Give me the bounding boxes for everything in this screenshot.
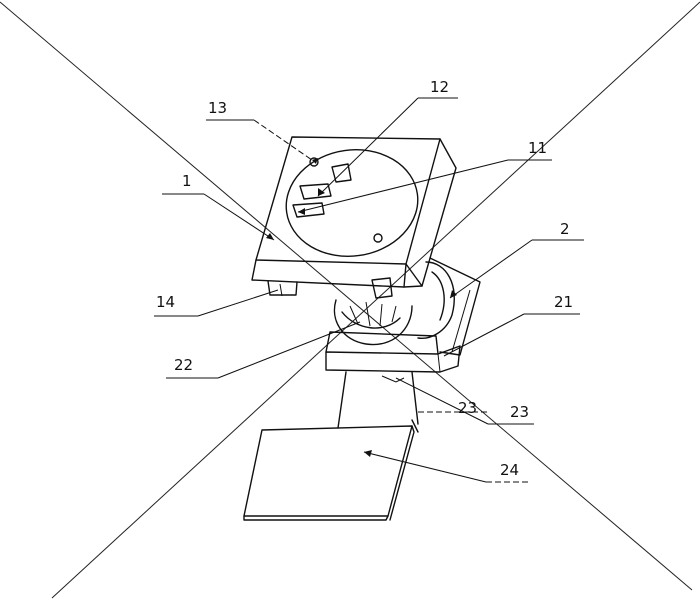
flex-cable-right [411,371,419,425]
label-11: 11 [528,139,547,157]
holder-front-face [251,259,407,288]
label-13: 13 [208,99,227,117]
arrow-12 [318,188,325,196]
thread-slot-top [331,163,352,183]
coil-outer [417,261,455,339]
holder-top-face [255,136,441,265]
base-plate-corner [437,353,441,373]
flex-connector [381,375,405,383]
lens-opening [285,149,419,257]
screw-hole-right [373,233,383,243]
arrow-24 [364,450,372,457]
label-14: 14 [156,293,175,311]
arrow-13 [312,158,318,164]
holder-foot-left [267,280,298,296]
reference-numerals: 13 12 11 1 14 2 21 22 23 23 24 [156,78,573,479]
rotor-block [371,277,393,299]
coil-inner [431,271,445,321]
arrow-heads [266,158,457,457]
board-side-edge [389,425,415,521]
screw-hole-13 [309,157,319,167]
thread-slot-upper [299,183,332,200]
base-back-wall [429,257,481,356]
label-2: 2 [560,220,570,238]
label-12: 12 [430,78,449,96]
leader-1 [203,193,275,241]
thread-slot-lower [292,202,325,218]
leader-lines [154,97,584,483]
leader-12 [317,97,419,197]
leader-24 [363,451,487,483]
label-23-lower: 23 [510,403,529,421]
flex-tab [411,419,419,433]
arrow-2 [450,290,457,298]
board-top-face [243,425,413,517]
holder-right-face [405,138,457,287]
label-21: 21 [554,293,573,311]
base-plate-top [325,331,439,355]
label-24: 24 [500,461,519,479]
leader-2 [449,239,533,299]
arrow-1 [266,233,274,240]
cross-line-diagonal-down [0,1,693,591]
holder-bottom-edge [403,285,423,288]
board-edge [243,515,389,521]
arrow-11 [298,208,305,215]
base-back-wall-inner [451,289,471,353]
rotor-ring [333,299,413,346]
base-assembly-part-2 [325,257,481,433]
flex-cable-left [337,371,347,429]
leader-22 [217,321,361,379]
leader-11 [297,159,509,213]
cross-line-diagonal-up [51,1,700,599]
rotor-teeth [349,301,397,327]
label-23-upper: 23 [458,399,477,417]
sensor-board-part-24 [243,425,415,521]
holder-foot-detail [279,283,283,297]
leader-14 [197,289,279,317]
label-1: 1 [182,172,192,190]
label-22: 22 [174,356,193,374]
leader-21 [443,313,525,357]
rotor-ring-inner [341,311,401,329]
leader-23b [395,377,489,425]
leader-13 [253,119,313,161]
lens-holder-part-1 [251,136,457,297]
